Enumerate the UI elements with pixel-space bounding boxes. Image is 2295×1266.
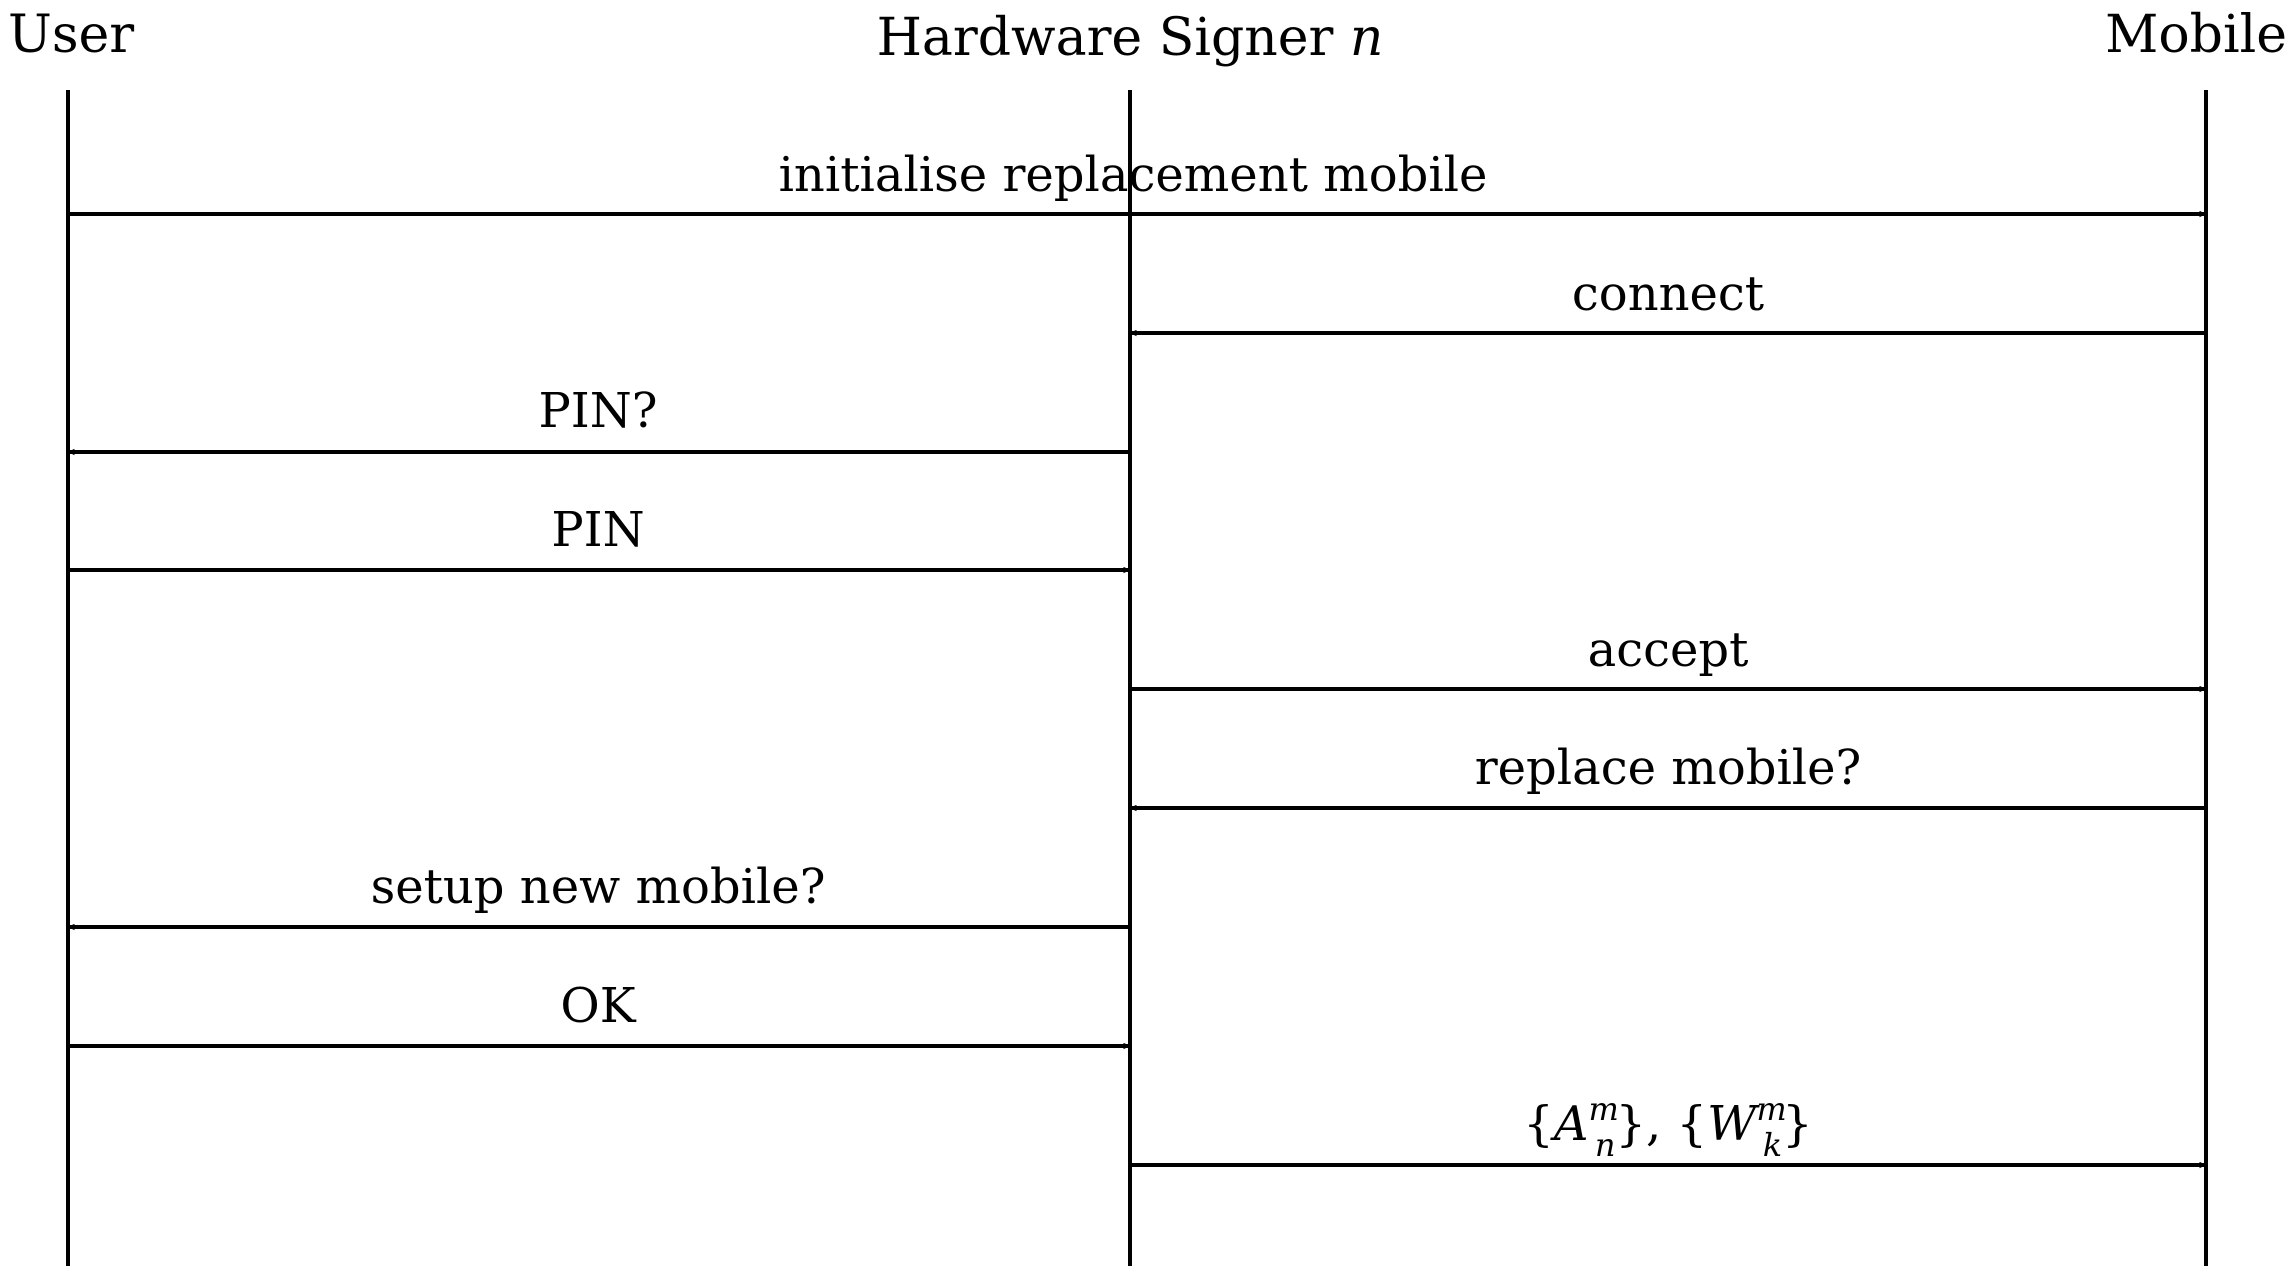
participant-hardware-signer: Hardware Signer n (877, 8, 1384, 68)
message-label-accept: accept (1588, 622, 1749, 678)
message-label-replace-mobile: replace mobile? (1475, 740, 1862, 796)
message-label-setup-new-mobile: setup new mobile? (371, 859, 826, 915)
key-set-w-subscript: k (1763, 1126, 1782, 1164)
message-label-initialise-replacement-mobile: initialise replacement mobile (779, 147, 1488, 203)
key-set-open-brace: { (1523, 1096, 1554, 1152)
participant-mobile: Mobile (2105, 5, 2287, 65)
key-set-a-base: A (1550, 1096, 1589, 1152)
message-label-pin: PIN (551, 502, 644, 558)
message-label-connect: connect (1572, 266, 1764, 322)
key-set-w-base: W (1707, 1096, 1760, 1152)
key-set-close-brace: } (1782, 1096, 1813, 1152)
message-label-ok: OK (560, 978, 636, 1034)
key-set-w-superscript: m (1756, 1090, 1786, 1128)
key-set-a-subscript: n (1595, 1126, 1616, 1164)
participant-user: User (8, 5, 134, 65)
participant-hardware-signer-variable: n (1350, 8, 1384, 68)
key-set-a-superscript: m (1589, 1090, 1619, 1128)
participant-hardware-signer-label: Hardware Signer (877, 8, 1350, 68)
message-label-pin-request: PIN? (539, 383, 658, 439)
key-set-separator: }, { (1615, 1096, 1707, 1152)
